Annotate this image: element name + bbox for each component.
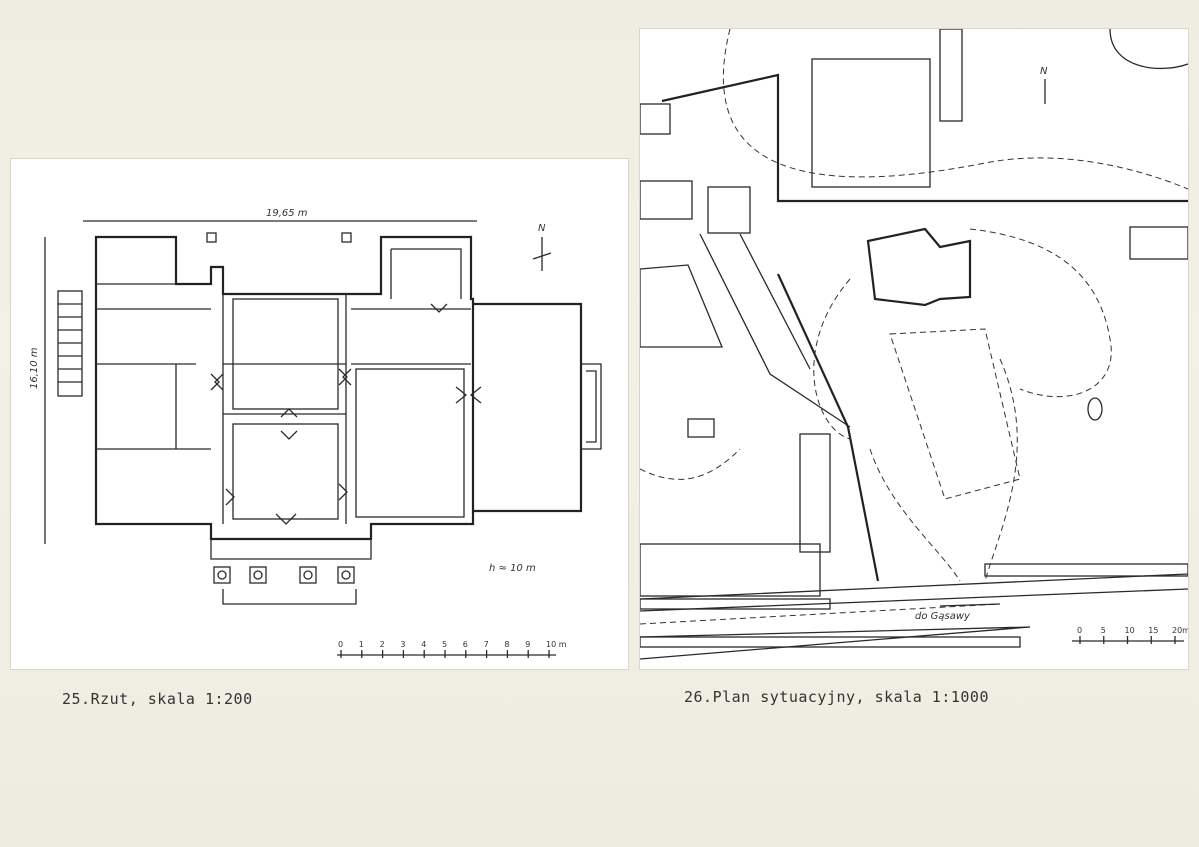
gate-house xyxy=(707,186,751,234)
scale-tick-label: 3 xyxy=(400,640,405,649)
north-label: N xyxy=(538,223,546,234)
hall-outline xyxy=(232,423,339,520)
avenue-edges xyxy=(699,233,851,428)
avenue-wall xyxy=(776,273,880,582)
scale-tick-label: 10 m xyxy=(546,640,567,649)
site-plan-drawing: do Gąsawy N 0 5 10 15 20m xyxy=(640,29,1188,660)
scale-tick-label: 0 xyxy=(1077,626,1082,635)
scale-tick-label: 6 xyxy=(463,640,468,649)
path-south xyxy=(869,448,961,582)
door-swings xyxy=(210,303,482,525)
building-west xyxy=(640,180,693,220)
road-arrow xyxy=(939,603,1001,607)
hedge-road xyxy=(640,636,1021,648)
chimney-right xyxy=(341,232,352,243)
pond-edge xyxy=(1109,29,1188,70)
building-west-small xyxy=(640,103,671,135)
portico-columns xyxy=(213,566,355,584)
building-east xyxy=(1129,226,1188,260)
road-lower xyxy=(640,626,1031,660)
height-note: h ≈ 10 m xyxy=(489,563,536,574)
caption-site-plan: 26.Plan sytuacyjny, skala 1:1000 xyxy=(684,688,989,706)
tree-clump xyxy=(1087,397,1103,421)
shed xyxy=(687,418,715,438)
scale-tick-label: 5 xyxy=(1101,626,1106,635)
scale-tick-label: 1 xyxy=(359,640,364,649)
scale-tick-label: 8 xyxy=(504,640,509,649)
outbuilding-west xyxy=(640,264,723,348)
barn xyxy=(799,433,831,553)
scale-tick-label: 20m xyxy=(1172,626,1188,635)
floor-plan-drawing: 19,65 m 16,10 m xyxy=(29,208,602,658)
scale-tick-label: 9 xyxy=(525,640,530,649)
depth-dimension-label: 16,10 m xyxy=(29,347,40,389)
right-room-partitions xyxy=(351,248,471,365)
road-label: do Gąsawy xyxy=(915,611,971,622)
building-north-east xyxy=(939,29,963,122)
path-west xyxy=(640,448,741,480)
path-loop-east xyxy=(969,228,1112,398)
scale-tick-label: 15 xyxy=(1148,626,1158,635)
scale-bar-ticks: 0 1 2 3 4 5 6 7 8 9 10 m xyxy=(338,640,567,658)
entrance-stair xyxy=(57,290,83,397)
portico-steps xyxy=(222,589,357,605)
salon-outline xyxy=(232,298,339,410)
scale-tick-label: 7 xyxy=(484,640,489,649)
path-north xyxy=(722,29,1188,190)
road-centerline xyxy=(640,603,1001,625)
road-upper xyxy=(640,573,1188,612)
caption-floor-plan: 25.Rzut, skala 1:200 xyxy=(62,690,253,708)
main-outer-wall xyxy=(94,235,475,541)
farm-building-south xyxy=(640,543,821,597)
dining-outline xyxy=(355,368,465,518)
site-plan-photo: do Gąsawy N 0 5 10 15 20m xyxy=(640,29,1188,669)
scale-tick-label: 2 xyxy=(380,640,385,649)
scale-tick-label: 10 xyxy=(1125,626,1135,635)
hedge-south-west xyxy=(640,598,831,610)
portico-outline xyxy=(210,539,372,560)
building-north xyxy=(811,58,931,188)
scale-tick-label: 5 xyxy=(442,640,447,649)
manor-house xyxy=(866,227,972,307)
north-wall xyxy=(661,73,1188,203)
north-label: N xyxy=(1040,66,1048,77)
orchard-outline xyxy=(889,328,1021,500)
chimney-left xyxy=(206,232,217,243)
hedge-south-east xyxy=(984,563,1188,577)
left-wing-partitions xyxy=(96,283,211,450)
width-dimension-label: 19,65 m xyxy=(266,208,308,219)
path-south-east xyxy=(984,358,1018,582)
scale-tick-label: 4 xyxy=(421,640,426,649)
veranda-bay xyxy=(581,363,602,450)
veranda-wall xyxy=(473,302,583,513)
floor-plan-photo: 19,65 m 16,10 m xyxy=(11,159,628,669)
scale-bar-ticks: 0 5 10 15 20m xyxy=(1077,626,1188,644)
scale-tick-label: 0 xyxy=(338,640,343,649)
path-lawn-west xyxy=(813,278,851,440)
north-arrow-bar xyxy=(532,252,552,260)
